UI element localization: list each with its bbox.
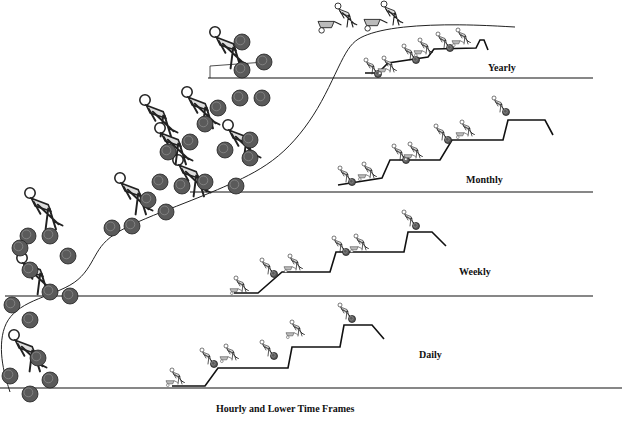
wheelbarrow [378, 69, 390, 75]
dug-hole [22, 262, 38, 278]
dug-hole [42, 372, 58, 388]
dug-hole [242, 150, 258, 166]
wheelbarrow [452, 41, 464, 47]
dug-hole [210, 100, 226, 116]
wheelbarrow [404, 155, 416, 161]
dug-hole [349, 316, 356, 323]
dug-hole [228, 178, 244, 194]
dug-hole [211, 361, 218, 368]
wheelbarrow [230, 289, 242, 295]
slope-outline [1, 25, 515, 392]
dug-hole [242, 132, 258, 148]
band-line [0, 387, 622, 388]
dug-hole [152, 174, 168, 190]
dug-hole [349, 179, 356, 186]
wheelbarrow [350, 247, 362, 253]
stair-step [365, 40, 488, 73]
wheelbarrow [456, 133, 468, 139]
dug-hole [217, 142, 233, 158]
wheelbarrow [414, 51, 426, 57]
dug-hole [30, 350, 46, 366]
dug-hole [503, 109, 510, 116]
band-label: Yearly [487, 62, 517, 73]
base-label: Hourly and Lower Time Frames [215, 403, 355, 414]
wheelbarrow [284, 267, 296, 273]
dug-hole [413, 223, 420, 230]
dug-hole [234, 34, 250, 50]
band-label: Weekly [458, 266, 492, 277]
dug-hole [22, 312, 38, 328]
digging-man [335, 3, 357, 27]
dug-hole [2, 368, 18, 384]
dug-hole [413, 57, 420, 64]
digging-man [9, 330, 47, 372]
dug-hole [271, 353, 278, 360]
dug-hole [160, 144, 176, 160]
dug-hole [62, 288, 78, 304]
dug-hole [197, 116, 213, 132]
digging-man [381, 1, 403, 25]
dug-hole [140, 192, 156, 208]
dug-hole [182, 134, 198, 150]
dug-hole [232, 90, 248, 106]
wheelbarrow [358, 175, 370, 181]
dug-hole [343, 249, 350, 256]
dug-hole [22, 386, 38, 402]
dug-hole [197, 174, 213, 190]
band-label: Daily [418, 349, 443, 360]
band-line [5, 295, 593, 296]
dug-hole [104, 220, 120, 236]
stair-step [338, 120, 553, 185]
digging-man [140, 95, 178, 137]
dug-hole [42, 284, 58, 300]
wheelbarrow [220, 357, 232, 363]
dug-hole [271, 271, 278, 278]
wheelbarrow [318, 21, 341, 33]
wheelbarrow [166, 381, 178, 387]
dug-hole [234, 62, 250, 78]
dug-hole [254, 90, 270, 106]
digging-man [25, 188, 63, 230]
dug-hole [42, 228, 58, 244]
band-line [208, 77, 593, 78]
dug-hole [60, 248, 76, 264]
dug-hole [174, 178, 190, 194]
wheelbarrow [364, 19, 387, 31]
stair-step [172, 325, 384, 386]
dug-hole [158, 204, 174, 220]
band-label: Monthly [465, 174, 504, 185]
dug-hole [12, 240, 28, 256]
band-line [190, 191, 593, 192]
stair-step [234, 232, 446, 293]
dug-hole [256, 54, 272, 70]
wheelbarrow [286, 333, 298, 339]
dug-hole [4, 297, 20, 313]
dug-hole [445, 137, 452, 144]
dug-hole [124, 218, 140, 234]
